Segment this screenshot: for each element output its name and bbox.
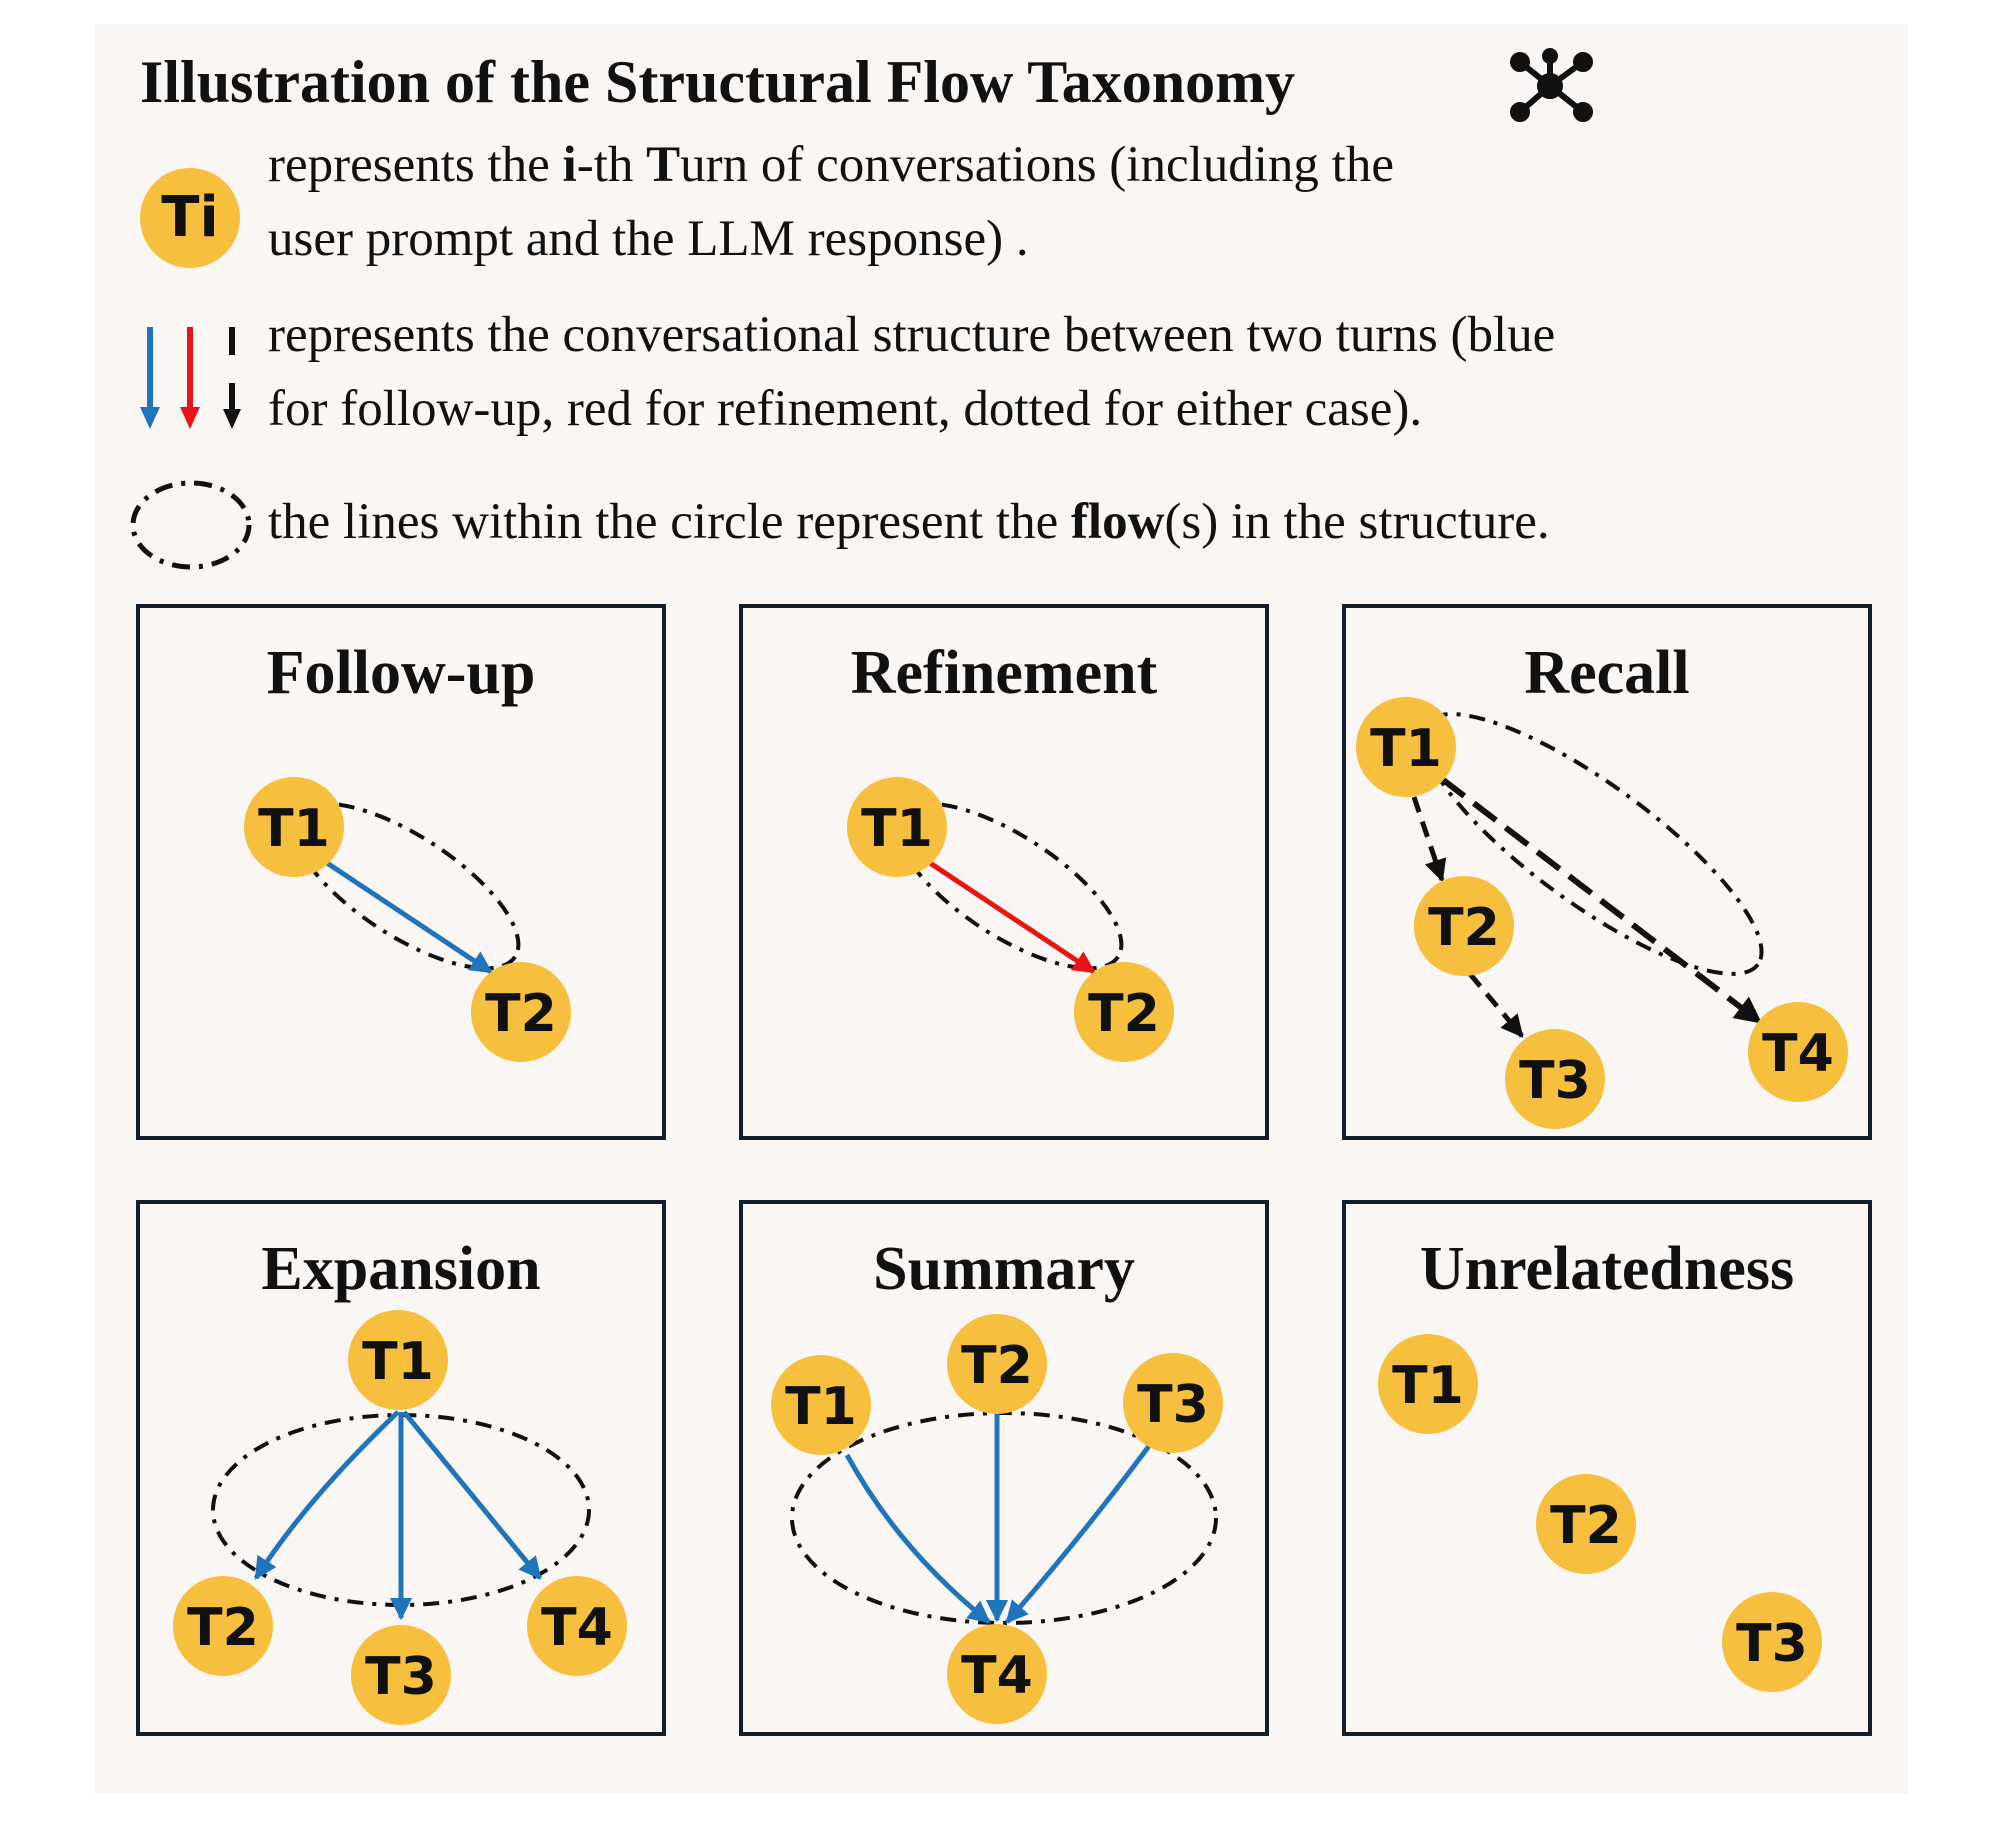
svg-text:T2: T2 [1088, 984, 1160, 1044]
recall-arrow-t2-t3 [1468, 972, 1524, 1038]
arrows-icon [140, 327, 241, 429]
svg-text:T2: T2 [961, 1336, 1033, 1396]
flow-ellipse [894, 801, 1124, 971]
summary-arrow-t1-t4 [844, 1453, 991, 1624]
svg-text:T4: T4 [1762, 1024, 1834, 1084]
expansion-arrow-t1-t2 [253, 1410, 400, 1580]
dotted-ellipse-icon [130, 480, 252, 570]
legend-arrows-line2: for follow-up, red for refinement, dotte… [268, 381, 1423, 437]
node-t4: T4 [1748, 1002, 1848, 1102]
node-t2: T2 [173, 1576, 273, 1676]
node-t2: T2 [1074, 962, 1174, 1062]
svg-text:T3: T3 [1736, 1614, 1808, 1674]
node-t4: T4 [527, 1576, 627, 1676]
follow-up-diagram: T1 T2 [244, 777, 571, 1062]
node-t1: T1 [1356, 697, 1456, 797]
svg-text:T3: T3 [365, 1647, 437, 1707]
panel-recall: Recall [1342, 604, 1872, 1140]
panel-title: Expansion [261, 1235, 541, 1303]
node-t2: T2 [471, 962, 571, 1062]
node-t2: T2 [1414, 876, 1514, 976]
turn-badge: Ti [140, 168, 240, 268]
svg-text:T1: T1 [1392, 1356, 1464, 1416]
node-t3: T3 [1505, 1029, 1605, 1129]
legend-turn-line1: represents the i-th Turn of conversation… [268, 137, 1394, 193]
network-graph-icon [1510, 48, 1593, 122]
svg-text:T1: T1 [861, 799, 933, 859]
node-t1: T1 [244, 777, 344, 877]
recall-arrow-t1-t2 [1411, 796, 1447, 883]
svg-text:T3: T3 [1137, 1375, 1209, 1435]
panel-title: Summary [873, 1235, 1135, 1303]
flow-ellipse [291, 801, 521, 971]
node-t1: T1 [771, 1355, 871, 1455]
svg-text:T2: T2 [485, 984, 557, 1044]
legend-arrows-line1: represents the conversational structure … [268, 307, 1556, 363]
follow-up-arrow [319, 856, 493, 975]
expansion-diagram: T1 T2 T3 T4 [173, 1310, 627, 1725]
refinement-arrow [922, 856, 1096, 975]
panel-title: Recall [1524, 639, 1690, 707]
panel-refinement: Refinement [739, 604, 1269, 1140]
panel-follow-up: Follow-up [136, 604, 666, 1140]
panel-title: Unrelatedness [1419, 1235, 1795, 1303]
node-t1: T1 [847, 777, 947, 877]
panel-expansion: Expansion [136, 1200, 666, 1736]
panel-title: Refinement [850, 639, 1158, 707]
unrelatedness-diagram: T1 T2 T3 [1378, 1334, 1822, 1692]
svg-text:T4: T4 [961, 1646, 1033, 1706]
svg-text:T1: T1 [258, 799, 330, 859]
svg-text:T1: T1 [362, 1332, 434, 1392]
node-t2: T2 [947, 1314, 1047, 1414]
figure-title: Illustration of the Structural Flow Taxo… [140, 49, 1296, 115]
expansion-arrow-t1-t4 [402, 1410, 542, 1580]
node-t1: T1 [348, 1310, 448, 1410]
summary-diagram: T1 T2 T3 T4 [771, 1314, 1223, 1724]
recall-diagram: T1 T2 T3 T4 [1356, 697, 1848, 1129]
node-t1: T1 [1378, 1334, 1478, 1434]
panel-summary: Summary [739, 1200, 1269, 1736]
node-t3: T3 [351, 1625, 451, 1725]
svg-text:T1: T1 [1370, 719, 1442, 779]
node-t3: T3 [1722, 1592, 1822, 1692]
panel-title: Follow-up [266, 639, 536, 707]
node-t2: T2 [1536, 1474, 1636, 1574]
panel-unrelatedness: Unrelatedness [1342, 1200, 1872, 1736]
recall-arrow-t1-t4 [1440, 776, 1763, 1025]
svg-text:T2: T2 [187, 1598, 259, 1658]
svg-text:T2: T2 [1550, 1496, 1622, 1556]
legend-flow-line: the lines within the circle represent th… [268, 494, 1550, 550]
svg-text:T1: T1 [785, 1377, 857, 1437]
node-t4: T4 [947, 1624, 1047, 1724]
summary-arrow-t3-t4 [1005, 1444, 1152, 1624]
node-t3: T3 [1123, 1353, 1223, 1453]
legend-turn-line2: user prompt and the LLM response) . [268, 211, 1029, 267]
svg-text:T2: T2 [1428, 898, 1500, 958]
svg-text:T3: T3 [1519, 1051, 1591, 1111]
refinement-diagram: T1 T2 [847, 777, 1174, 1062]
svg-text:T4: T4 [541, 1598, 613, 1658]
